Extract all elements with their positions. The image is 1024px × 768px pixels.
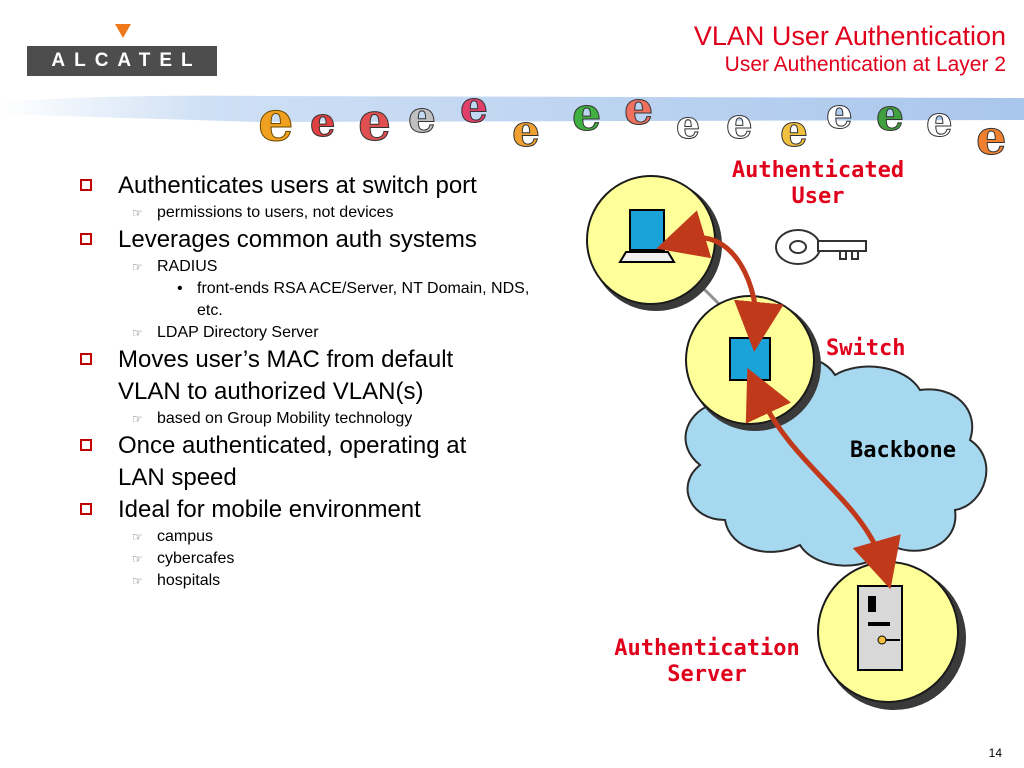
svg-text:e: e [876,90,904,141]
page-number: 14 [988,746,1002,760]
sub-bullet-item: ☞permissions to users, not devices [80,202,540,224]
svg-text:e: e [624,81,653,135]
svg-text:e: e [460,82,488,133]
svg-text:e: e [408,92,436,143]
bullet-list: Authenticates users at switch port ☞perm… [80,170,540,592]
pointing-hand-icon: ☞ [132,412,143,426]
sub-sub-bullet-item: •front-ends RSA ACE/Server, NT Domain, N… [177,280,530,319]
svg-text:e: e [780,106,808,157]
bullet-item: Ideal for mobile environment [80,494,540,526]
pointing-hand-icon: ☞ [132,206,143,220]
backbone-label: Backbone [850,438,956,463]
switch-server-arrow [745,367,901,590]
svg-text:e: e [358,92,391,153]
header-banner: e e e e e e e e e e e e e e e [0,81,1024,166]
auth-diagram: Authenticated User Switch Backbone Authe… [560,150,1024,710]
server-icon [857,585,903,671]
slide-title: VLAN User Authentication [693,21,1006,51]
sub-bullet-item: ☞RADIUS [80,256,540,278]
switch-icon [729,337,771,381]
bullet-item: Once authenticated, operating at LAN spe… [80,430,518,494]
slide-title-block: VLAN User Authentication User Authentica… [694,20,1006,78]
svg-text:e: e [926,97,953,146]
sub-bullet-item: ☞campus [80,526,540,548]
bullet-item: Leverages common auth systems [80,224,540,256]
logo-triangle-icon [115,24,131,38]
svg-text:e: e [258,88,294,154]
svg-text:e: e [976,110,1007,165]
bullet-box-icon [80,439,92,451]
pointing-hand-icon: ☞ [132,552,143,566]
e-character-icons: e e e e e e e e e e e e e e e [258,81,1008,166]
pointing-hand-icon: ☞ [132,260,143,274]
user-switch-arrow [656,210,784,352]
pointing-hand-icon: ☞ [132,530,143,544]
svg-text:e: e [726,99,753,148]
authenticated-user-label: Authenticated User [731,158,905,209]
diagram-graphic [586,175,988,710]
svg-text:e: e [572,87,601,141]
svg-text:e: e [826,89,853,138]
bullet-box-icon [80,233,92,245]
switch-label: Switch [826,336,906,361]
bullet-box-icon [80,179,92,191]
dot-bullet-icon: • [177,280,183,297]
pointing-hand-icon: ☞ [132,574,143,588]
sub-bullet-item: ☞cybercafes [80,548,540,570]
bullet-box-icon [80,503,92,515]
authentication-server-label: Authentication Server [614,636,800,687]
server-node [817,561,966,710]
sub-bullet-item: ☞hospitals [80,570,540,592]
bullet-item: Moves user’s MAC from default VLAN to au… [80,344,498,408]
svg-text:e: e [676,102,700,147]
svg-text:e: e [512,106,540,157]
key-icon [775,229,867,265]
slide-subtitle: User Authentication at Layer 2 [724,53,1006,76]
sub-bullet-item: ☞based on Group Mobility technology [80,408,540,430]
alcatel-logo: ALCATEL [27,20,217,80]
bullet-box-icon [80,353,92,365]
user-node [586,175,722,311]
sub-bullet-item: ☞LDAP Directory Server [80,322,540,344]
svg-text:e: e [310,99,335,146]
bullet-item: Authenticates users at switch port [80,170,540,202]
pointing-hand-icon: ☞ [132,326,143,340]
logo-wordmark: ALCATEL [27,46,217,76]
